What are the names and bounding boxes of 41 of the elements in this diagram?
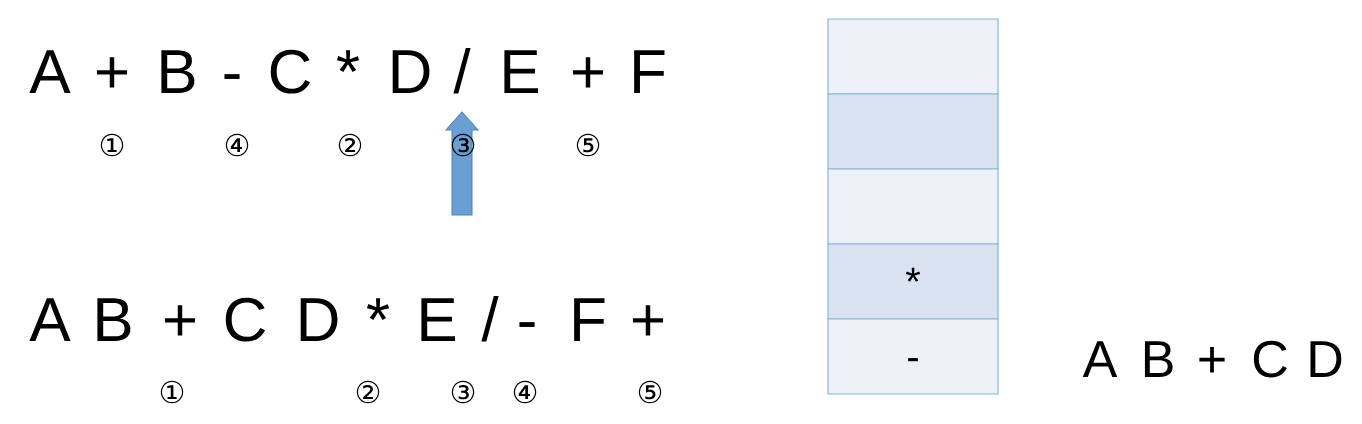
expression-token: C — [225, 297, 266, 342]
expression-token: D — [392, 50, 430, 93]
expression-token: F — [574, 298, 605, 341]
expression-token: * — [336, 50, 360, 73]
expression-token: + — [164, 305, 196, 336]
output-token: D — [1310, 341, 1342, 377]
expression-token: A — [29, 50, 71, 93]
expression-token: C — [270, 49, 311, 94]
expression-token: + — [572, 57, 604, 88]
output-token: + — [1199, 347, 1225, 373]
stack-cell: - — [827, 318, 999, 395]
step-number: ② — [356, 380, 380, 404]
step-number: ① — [100, 133, 124, 157]
expression-token: - — [519, 322, 535, 327]
step-number: ④ — [225, 133, 249, 157]
expression-token: A — [29, 298, 71, 341]
expression-token: - — [224, 74, 240, 79]
expression-token: * — [366, 298, 390, 321]
expression-token: B — [161, 50, 195, 93]
expression-token: / — [481, 296, 499, 342]
expression-token: E — [421, 298, 455, 341]
output-token: C — [1253, 340, 1287, 378]
stack-cell: * — [827, 243, 999, 320]
step-number: ① — [160, 380, 184, 404]
expression-token: D — [300, 298, 338, 341]
expression-token: F — [634, 50, 665, 93]
step-number: ④ — [513, 380, 537, 404]
expression-token: + — [632, 305, 664, 336]
step-number: ② — [338, 133, 362, 157]
expression-token: E — [504, 50, 538, 93]
step-number: ⑤ — [638, 380, 662, 404]
empty-stack-cell — [827, 18, 999, 95]
expression-token: B — [97, 298, 131, 341]
output-token: B — [1144, 341, 1173, 377]
step-number: ③ — [451, 380, 475, 404]
expression-token: + — [96, 57, 128, 88]
step-number: ⑤ — [576, 133, 600, 157]
empty-stack-cell — [827, 168, 999, 245]
empty-stack-cell — [827, 93, 999, 170]
expression-token: / — [453, 48, 471, 94]
output-token: A — [1082, 341, 1118, 377]
